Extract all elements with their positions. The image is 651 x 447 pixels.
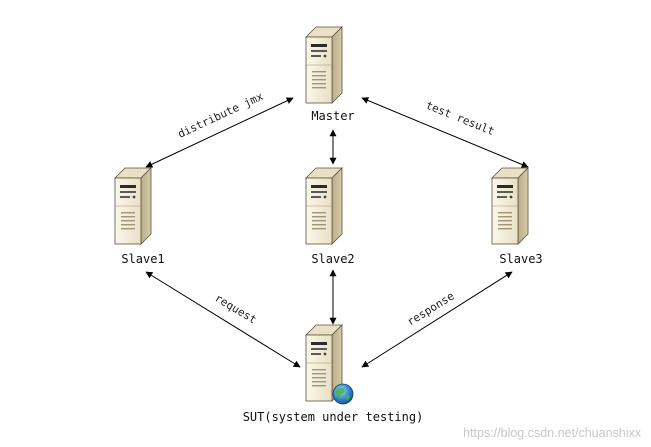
node-label-slave3: Slave3 (499, 252, 542, 266)
watermark-url: https://blog.csdn.net/chuanshixx (463, 426, 642, 440)
node-label-slave2: Slave2 (311, 252, 354, 266)
edge-label-test-result: test result (424, 99, 496, 138)
node-slave3: Slave3 (491, 167, 543, 266)
server-tower-icon (114, 167, 152, 245)
edge-master-slave1 (145, 97, 294, 168)
server-tower-icon (305, 26, 343, 104)
edge-master-slave3 (361, 97, 529, 168)
edge-slave1-sut (145, 271, 301, 368)
globe-icon (332, 383, 354, 405)
edge-slave3-sut (361, 271, 513, 368)
edge-label-request: request (212, 291, 258, 326)
node-sut: SUT(system under testing) (243, 324, 424, 424)
server-tower-icon (305, 167, 343, 245)
node-label-master: Master (311, 109, 354, 123)
node-slave1: Slave1 (114, 167, 165, 266)
node-master: Master (305, 26, 355, 123)
node-label-sut: SUT(system under testing) (243, 410, 424, 424)
edge-label-distribute-jmx: distribute jmx (176, 90, 266, 141)
server-tower-icon (491, 167, 529, 245)
edges (145, 97, 529, 368)
node-slave2: Slave2 (305, 167, 355, 266)
edge-label-response: response (405, 289, 457, 328)
node-label-slave1: Slave1 (121, 252, 164, 266)
